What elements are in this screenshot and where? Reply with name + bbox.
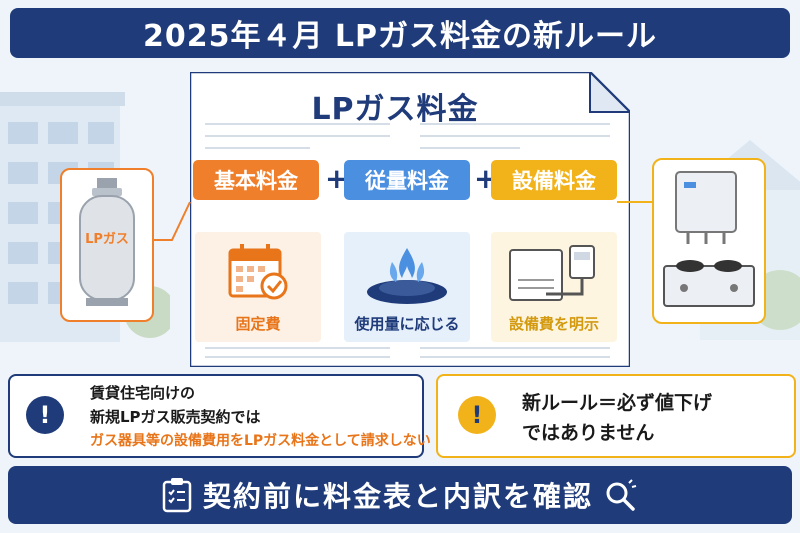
exclamation-icon: ! — [458, 396, 496, 434]
lp-gas-tank-box: LPガス — [60, 168, 154, 322]
page-title: 2025年４月 LPガス料金の新ルール — [10, 8, 790, 58]
notice-not-price-cut: ! 新ルール＝必ず値下げ ではありません — [436, 374, 796, 458]
plus-sign: + — [325, 162, 349, 195]
exclamation-icon: ! — [26, 396, 64, 434]
fee-usage: 従量料金 — [344, 160, 470, 200]
fee-sheet: LPガス料金 基本料金 + 従量料金 + 設備料金 固定費 — [190, 72, 630, 367]
notice-left-line1: 賃貸住宅向けの — [90, 384, 196, 402]
clipboard-checklist-icon — [162, 478, 192, 513]
magnifier-icon — [606, 479, 637, 511]
calendar-icon — [228, 244, 288, 300]
panel-basic-label: 固定費 — [235, 315, 281, 333]
panel-usage: 使用量に応じる — [344, 232, 470, 342]
sheet-title: LPガス料金 — [311, 92, 479, 127]
panel-equipment: 設備費を明示 — [491, 232, 617, 342]
water-heater-and-stove-icon — [663, 171, 755, 307]
fee-equipment: 設備料金 — [491, 160, 617, 200]
gas-burner-icon — [367, 248, 447, 304]
panel-equipment-label: 設備費を明示 — [508, 315, 599, 333]
bottom-banner-text: 契約前に料金表と内訳を確認 — [202, 480, 593, 513]
gas-meter-icon — [509, 245, 595, 301]
notice-left-line3: ガス器具等の設備費用をLPガス料金として請求しない — [90, 433, 431, 449]
panel-usage-label: 使用量に応じる — [354, 315, 460, 333]
panel-basic: 固定費 — [195, 232, 321, 342]
notice-new-contract: ! 賃貸住宅向けの 新規LPガス販売契約では ガス器具等の設備費用をLPガス料金… — [8, 374, 431, 458]
fee-basic: 基本料金 — [193, 160, 319, 200]
notice-left-line2: 新規LPガス販売契約では — [90, 408, 261, 426]
bottom-banner: 契約前に料金表と内訳を確認 — [8, 466, 792, 524]
gas-appliances-box — [652, 158, 766, 324]
notice-right-line2: ではありません — [522, 422, 655, 444]
tank-label: LPガス — [85, 232, 129, 247]
gas-cylinder-icon — [79, 178, 135, 306]
notice-right-line1: 新ルール＝必ず値下げ — [522, 392, 713, 414]
